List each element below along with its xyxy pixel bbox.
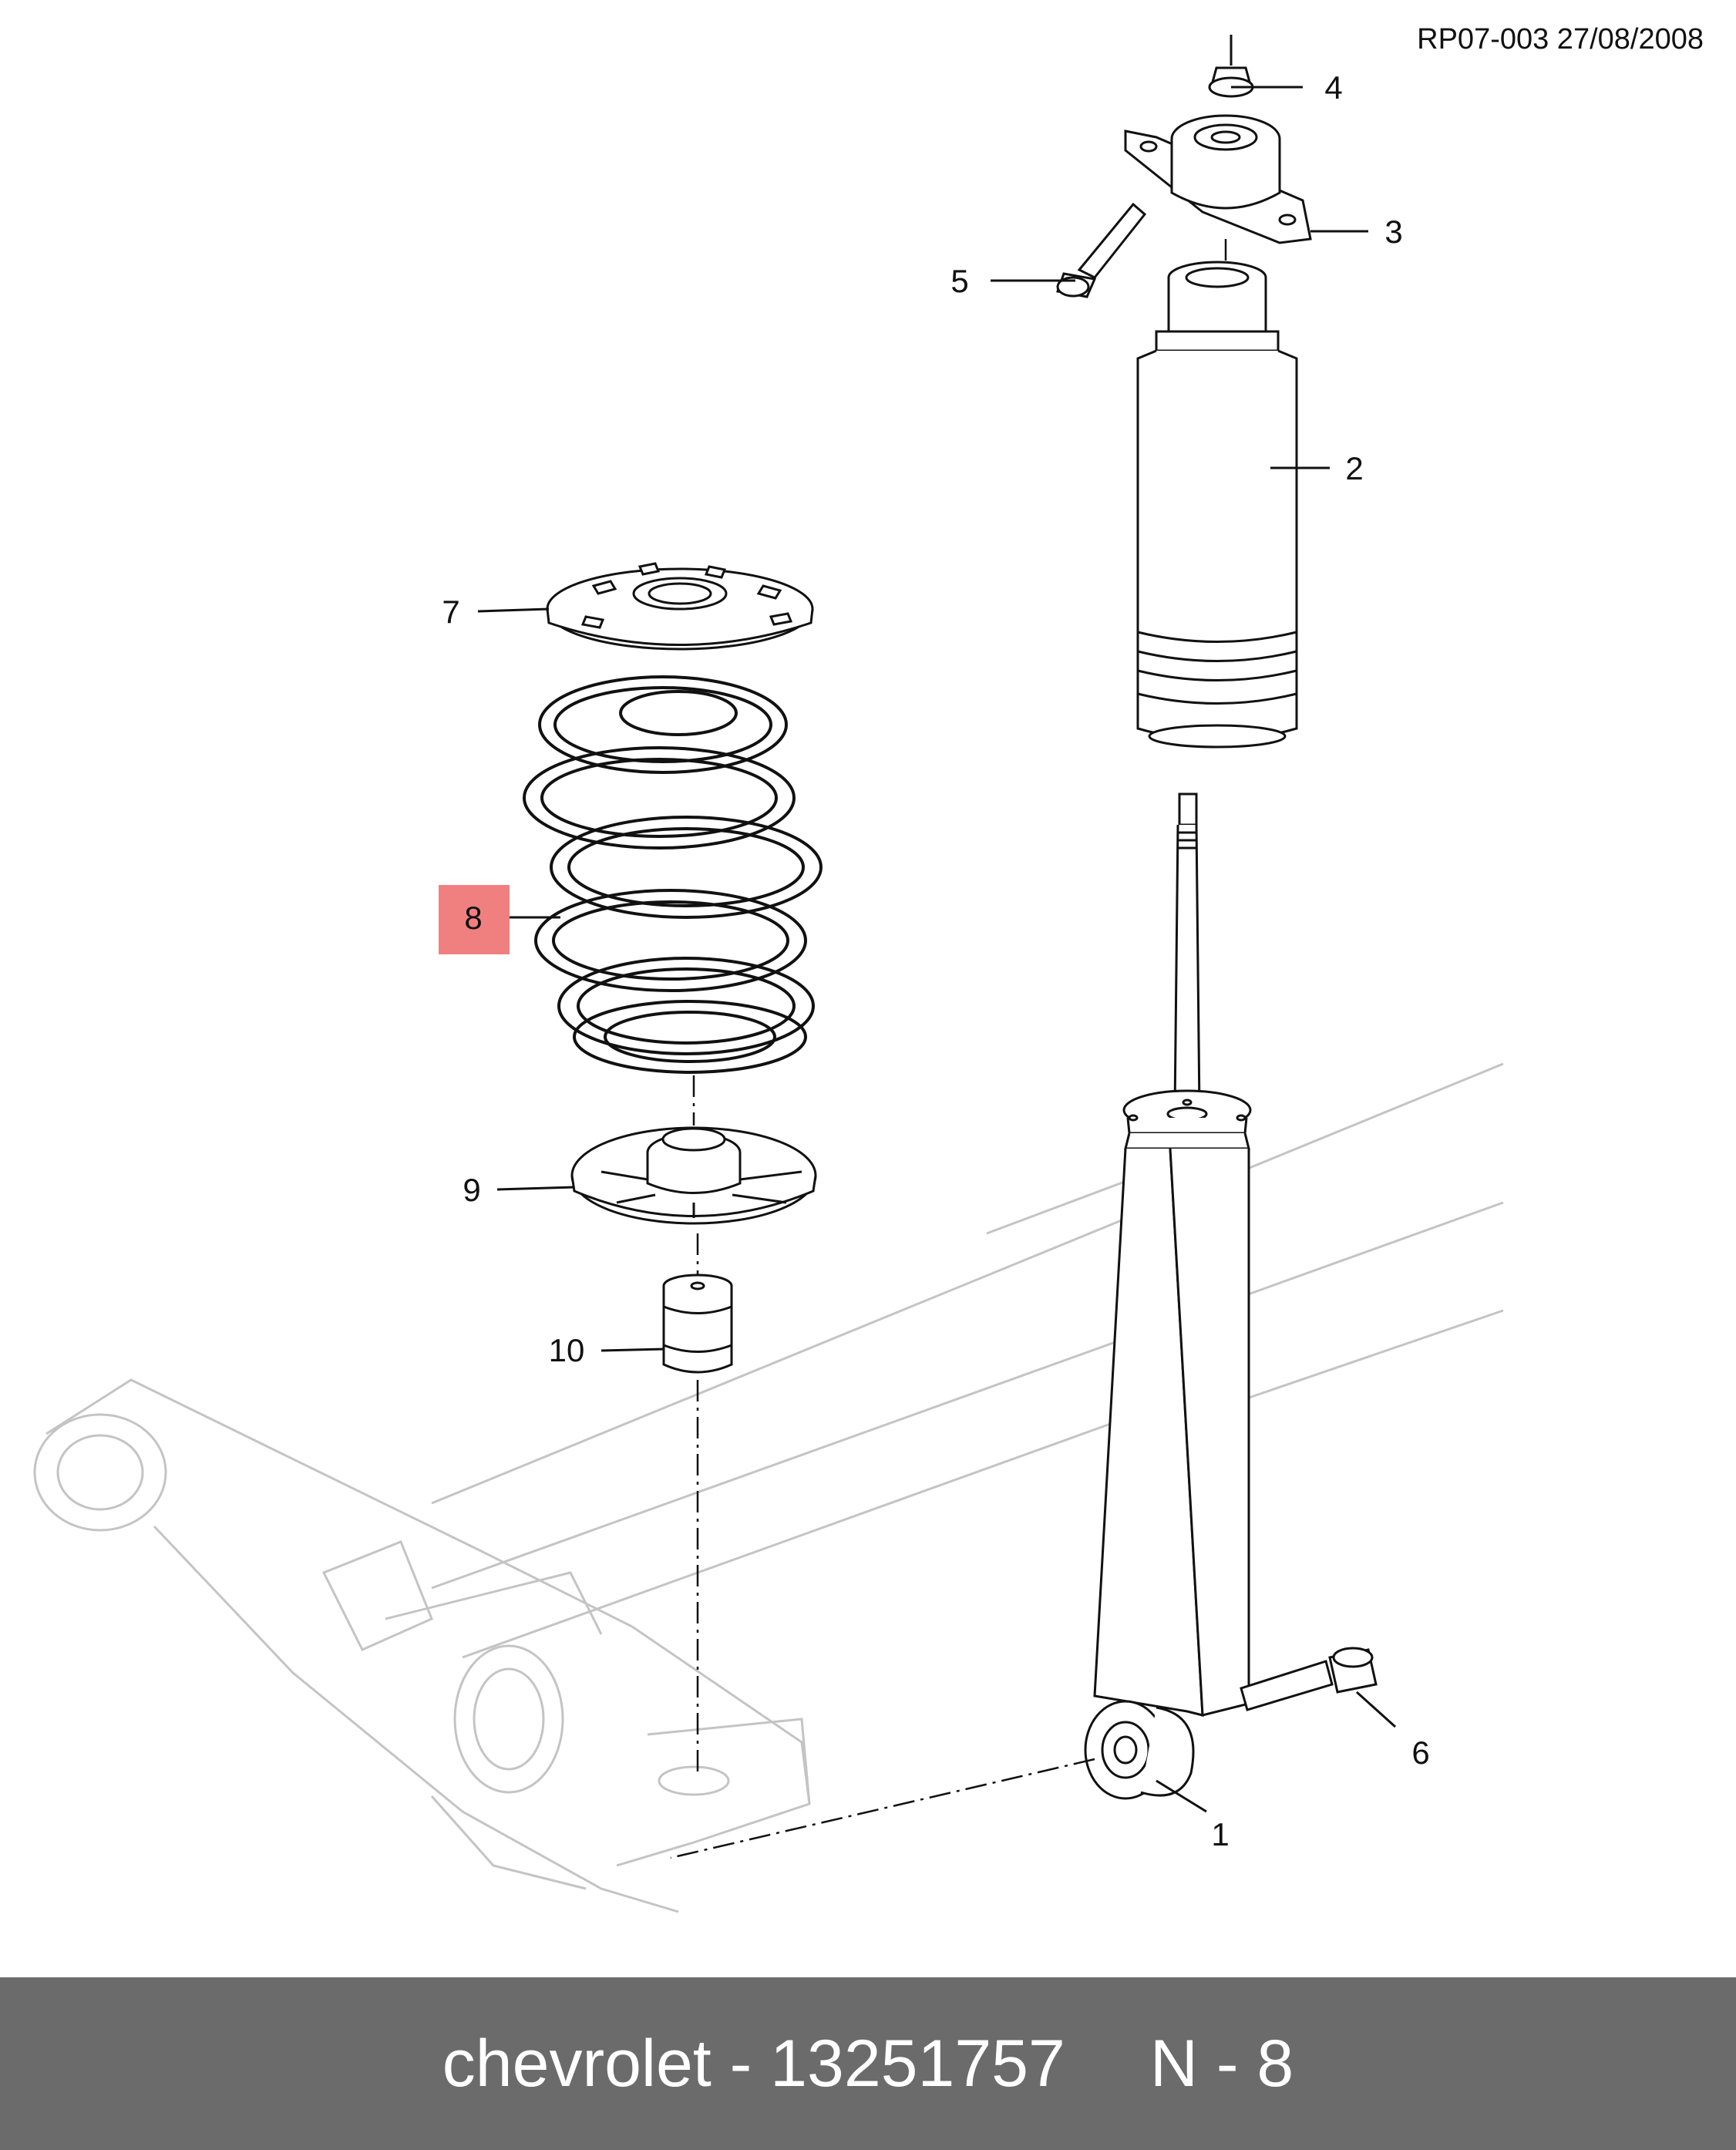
assembly-center-lines — [670, 239, 1227, 1859]
reference-code: RP07-003 27/08/2008 — [1417, 23, 1704, 56]
suspension-exploded-diagram: 1 2 3 4 5 6 7 8 9 10 — [33, 35, 1504, 1913]
footer-banner: chevrolet - 13251757 N - 8 — [0, 1977, 1736, 2150]
callout-leader-lines — [477, 86, 1397, 1813]
dust-boot — [1136, 261, 1298, 749]
bump-stop — [662, 1274, 733, 1374]
callout-1: 1 — [1211, 1816, 1229, 1852]
shock-lower-bolt — [1240, 1647, 1378, 1711]
callout-4: 4 — [1324, 69, 1342, 106]
coil-spring — [523, 675, 823, 1074]
callout-8: 8 — [464, 900, 482, 936]
brand-part-number: chevrolet - 13251757 — [442, 2026, 1065, 2101]
mount-bolt — [1056, 202, 1147, 298]
shock-absorber-body — [1084, 1089, 1252, 1800]
lower-spring-insulator — [570, 1126, 817, 1225]
callout-2: 2 — [1345, 450, 1363, 486]
upper-strut-mount — [1124, 114, 1312, 244]
rear-axle-beam — [33, 1062, 1504, 1913]
callout-5: 5 — [950, 263, 968, 299]
callout-6: 6 — [1411, 1734, 1429, 1771]
callout-10: 10 — [549, 1332, 585, 1368]
callout-9: 9 — [463, 1172, 480, 1208]
callout-8-highlight — [439, 885, 510, 954]
shock-piston-rod — [1173, 792, 1201, 1112]
callout-7: 7 — [442, 594, 459, 630]
callout-3: 3 — [1384, 214, 1402, 250]
upper-spring-insulator — [546, 562, 814, 651]
position-reference: N - 8 — [1149, 2026, 1294, 2101]
